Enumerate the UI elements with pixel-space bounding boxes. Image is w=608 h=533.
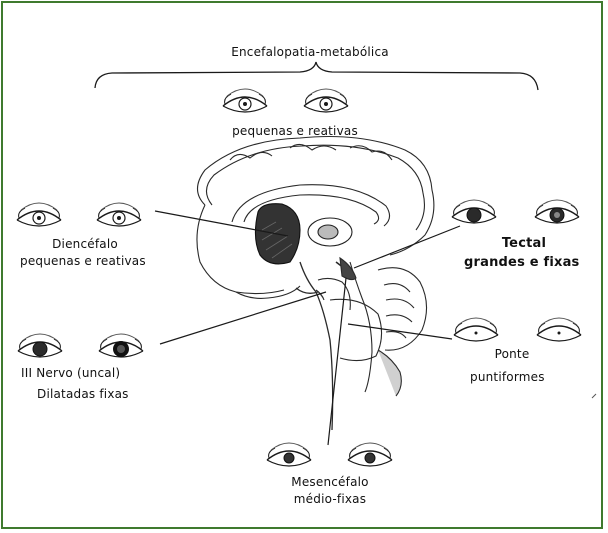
top-brace	[95, 62, 538, 90]
eye-ponte-right	[537, 318, 581, 341]
eye-uncal-left	[18, 334, 62, 357]
pointer-lines	[155, 211, 460, 445]
brain-sagittal-sketch	[197, 137, 434, 431]
eye-uncal-right	[99, 334, 143, 357]
eye-mesen-left	[267, 443, 311, 466]
label-tectal-title: Tectal	[474, 236, 574, 251]
eye-dien-right	[97, 203, 141, 226]
label-mesen-title: Mesencéfalo	[270, 475, 390, 489]
eye-dien-left	[17, 203, 61, 226]
eye-ponte-left	[454, 318, 498, 341]
pointer-mesen	[328, 278, 346, 445]
eye-mesen-right	[348, 443, 392, 466]
label-uncal-sub: Dilatadas fixas	[37, 387, 129, 401]
label-dien-title: Diencéfalo	[30, 237, 140, 251]
label-uncal-title: III Nervo (uncal)	[21, 366, 120, 380]
label-dien-sub: pequenas e reativas	[20, 254, 146, 268]
pointer-uncal	[160, 292, 326, 344]
label-mesen-sub: médio-fixas	[270, 492, 390, 506]
eye-tectal-left	[452, 200, 496, 223]
label-ponte-title: Ponte	[462, 347, 562, 361]
label-top-sub: pequenas e reativas	[205, 124, 385, 138]
eye-top-right	[304, 89, 348, 112]
label-ponte-sub: puntiformes	[470, 370, 545, 384]
label-top-title: Encefalopatia-metabólica	[210, 45, 410, 59]
label-tectal-sub: grandes e fixas	[464, 255, 579, 270]
eye-tectal-right	[535, 200, 579, 223]
pointer-ponte	[348, 324, 452, 339]
pointer-tectal	[354, 226, 460, 268]
eye-top-left	[223, 89, 267, 112]
